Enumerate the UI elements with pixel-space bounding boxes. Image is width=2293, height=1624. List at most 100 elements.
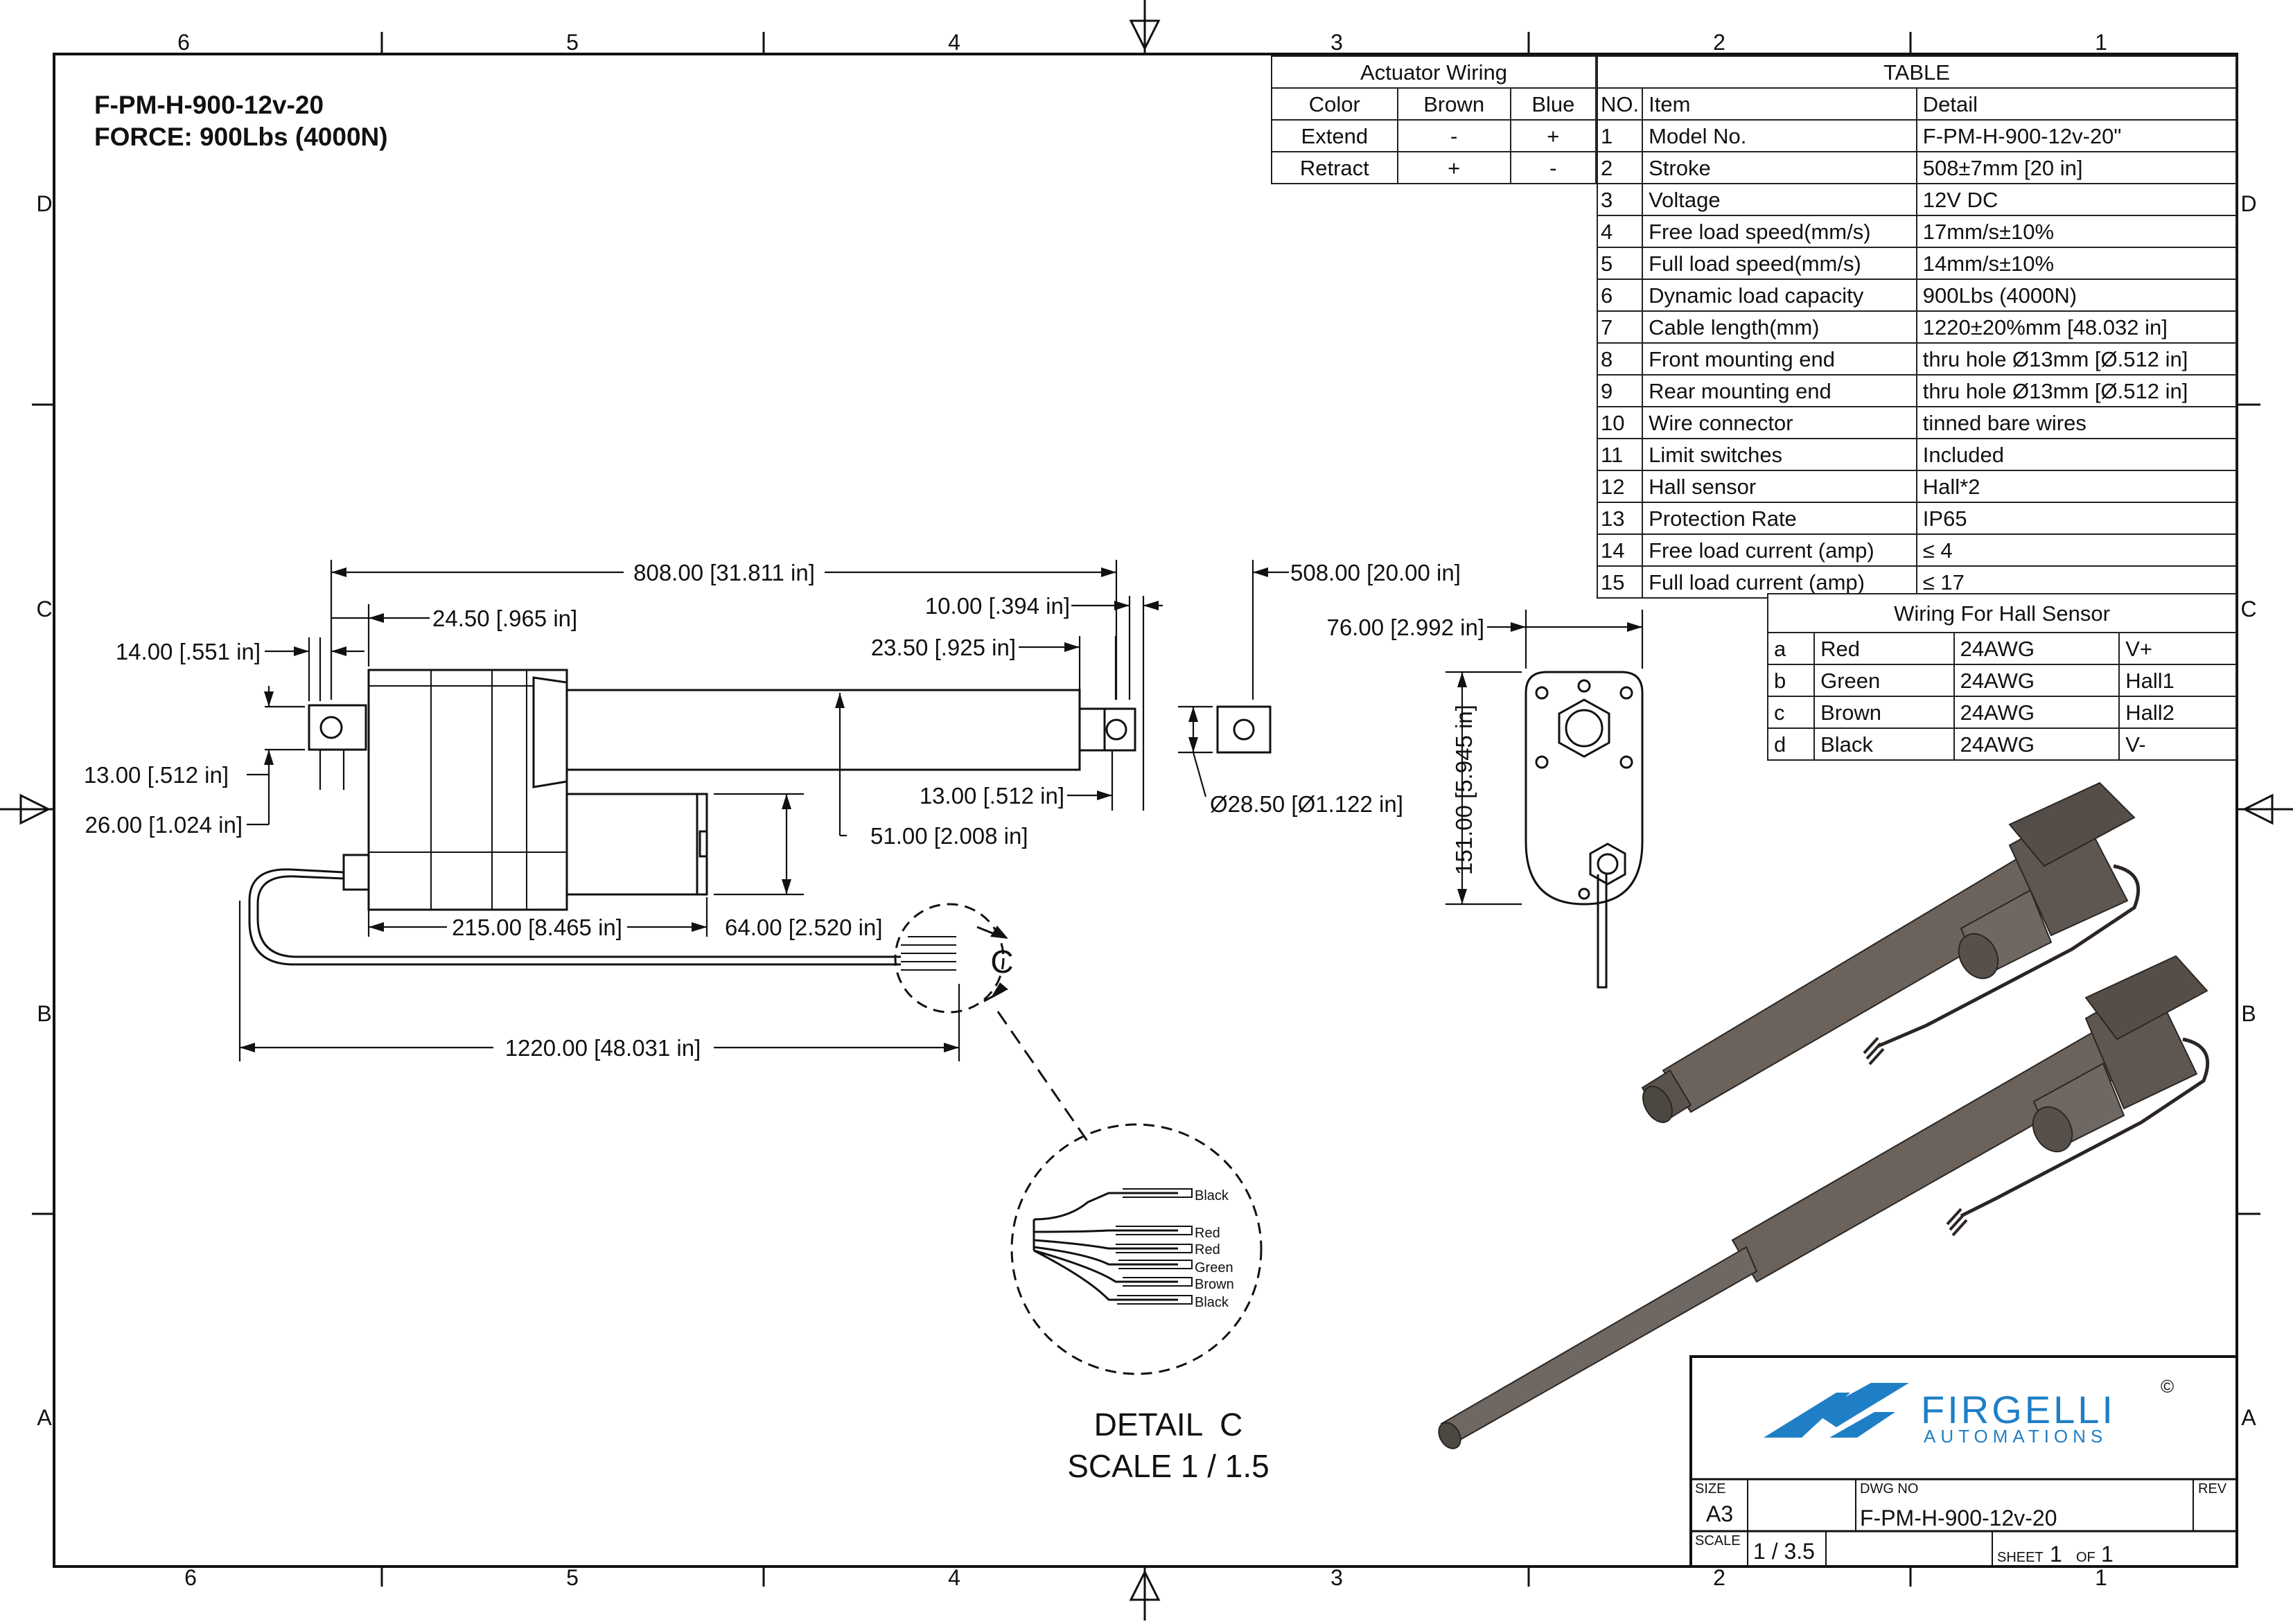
dim-215: 215.00 [8.465 in] <box>452 915 622 940</box>
table-cell: Stroke <box>1642 151 1917 184</box>
of-label: OF <box>2076 1550 2096 1565</box>
table-cell: thru hole Ø13mm [Ø.512 in] <box>1915 374 2238 407</box>
table-cell: 24AWG <box>1953 696 2120 729</box>
table-cell: 6 <box>1596 279 1644 312</box>
table-cell: Green <box>1813 664 1955 697</box>
table-cell: + <box>1396 151 1511 184</box>
table-cell: Free load current (amp) <box>1642 533 1917 567</box>
table-cell: 1 <box>1596 119 1644 152</box>
table-title: TABLE <box>1597 55 2237 89</box>
table-cell: Black <box>1813 727 1955 761</box>
detail-title: DETAIL C <box>1094 1406 1243 1442</box>
table-cell: 24AWG <box>1953 632 2120 665</box>
drawing-title-force: FORCE: 900Lbs (4000N) <box>94 123 388 151</box>
table-cell: 4 <box>1596 215 1644 248</box>
table-cell: 7 <box>1596 310 1644 344</box>
sheet-value: 1 <box>2050 1542 2062 1566</box>
table-cell: 13 <box>1596 502 1644 535</box>
table-cell: d <box>1766 727 1816 761</box>
actuator-isometric-extended <box>1438 955 2210 1449</box>
table-cell: 14mm/s±10% <box>1915 247 2238 280</box>
table-cell: Hall*2 <box>1915 470 2238 503</box>
table-cell: 1220±20%mm [48.032 in] <box>1915 310 2238 344</box>
zone-col-label: 5 <box>566 30 579 55</box>
zone-col-label: 4 <box>948 30 960 55</box>
table-cell: 900Lbs (4000N) <box>1915 279 2238 312</box>
table-row: Retract + - <box>1271 151 1597 184</box>
table-row: Actuator Wiring <box>1271 55 1597 89</box>
zone-row-label: D <box>36 191 52 216</box>
table-cell: 508±7mm [20 in] <box>1915 151 2238 184</box>
dimension-texts: 808.00 [31.811 in] 508.00 [20.00 in] 10.… <box>84 560 1461 1061</box>
scale-label: SCALE <box>1695 1533 1741 1548</box>
table-cell: 8 <box>1596 342 1644 376</box>
table-header: Brown <box>1396 87 1511 121</box>
table-header: Color <box>1271 87 1398 121</box>
zone-col-label: 2 <box>1713 1565 1725 1590</box>
table-cell: Cable length(mm) <box>1642 310 1917 344</box>
dim-26: 26.00 [1.024 in] <box>85 812 243 838</box>
zone-row-label: A <box>2241 1405 2256 1430</box>
table-cell: 12 <box>1596 470 1644 503</box>
size-label: SIZE <box>1695 1481 1725 1497</box>
zone-row-label: C <box>2240 597 2256 621</box>
end-view-arrows <box>1457 622 1642 904</box>
table-cell: c <box>1766 696 1816 729</box>
zone-col-label: 2 <box>1713 30 1725 55</box>
zone-row-label: C <box>36 597 52 621</box>
sheet-label: SHEET <box>1997 1550 2044 1565</box>
detail-wire-label: Red <box>1195 1226 1220 1241</box>
table-cell: - <box>1509 151 1597 184</box>
table-cell: ≤ 4 <box>1915 533 2238 567</box>
table-cell: Wire connector <box>1642 406 1917 439</box>
table-cell: 2 <box>1596 151 1644 184</box>
table-cell: 24AWG <box>1953 664 2120 697</box>
table-cell: 15 <box>1596 565 1644 599</box>
table-cell: + <box>1509 119 1597 152</box>
dim-13-front: 13.00 [.512 in] <box>920 783 1064 809</box>
brand-sub: AUTOMATIONS <box>1924 1426 2107 1447</box>
dimension-arrows <box>240 567 1268 1052</box>
scale-value: 1 / 3.5 <box>1753 1539 1815 1564</box>
dim-51: 51.00 [2.008 in] <box>870 823 1028 849</box>
table-cell: - <box>1396 119 1511 152</box>
table-cell: a <box>1766 632 1816 665</box>
dim-23-50: 23.50 [.925 in] <box>871 635 1016 660</box>
table-cell: 11 <box>1596 438 1644 471</box>
table-cell: Front mounting end <box>1642 342 1917 376</box>
zone-col-label: 1 <box>2095 30 2107 55</box>
zone-col-label: 1 <box>2095 1565 2107 1590</box>
table-cell: Full load speed(mm/s) <box>1642 247 1917 280</box>
table-title: Wiring For Hall Sensor <box>1767 593 2237 633</box>
table-row: NO. Item Detail <box>1596 87 2238 121</box>
dim-10: 10.00 [.394 in] <box>925 593 1070 619</box>
zone-row-label: A <box>37 1405 52 1430</box>
zone-col-label: 6 <box>177 30 190 55</box>
table-cell: tinned bare wires <box>1915 406 2238 439</box>
dwg-value: F-PM-H-900-12v-20 <box>1860 1506 2057 1530</box>
end-view-dimensions <box>1446 610 1644 906</box>
zone-row-label: D <box>2240 191 2256 216</box>
table-cell: Model No. <box>1642 119 1917 152</box>
table-row: Wiring For Hall Sensor <box>1767 593 2237 633</box>
zone-row-label: B <box>2241 1001 2256 1026</box>
dim-diameter-28-50: Ø28.50 [Ø1.122 in] <box>1210 791 1403 817</box>
table-cell: 5 <box>1596 247 1644 280</box>
